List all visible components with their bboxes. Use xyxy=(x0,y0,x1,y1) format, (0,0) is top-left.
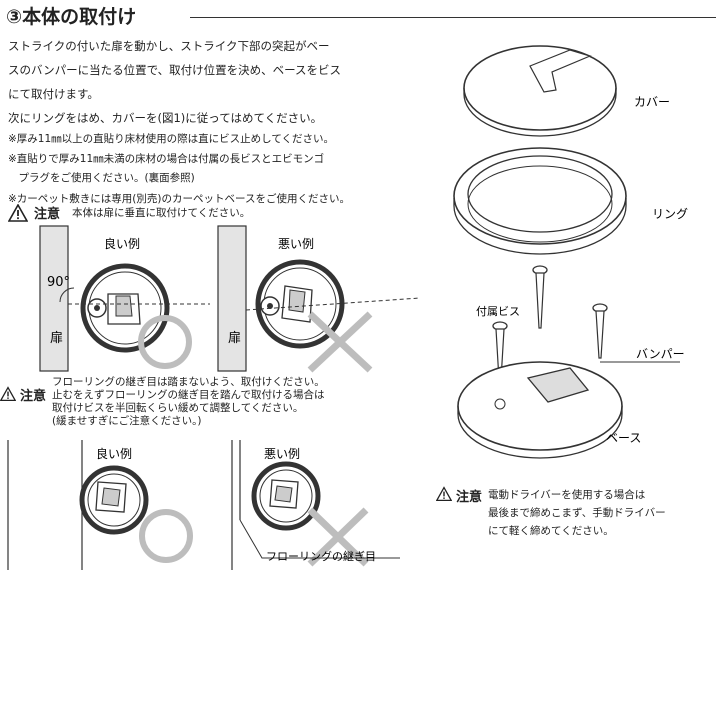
figure-floor-seam: 良い例 悪い例 フローリングの継ぎ目 xyxy=(7,440,400,570)
good-example-label: 良い例 xyxy=(104,236,140,251)
instruction-line: 次にリングをはめ、カバーを(図1)に従ってはめてください。 xyxy=(8,111,323,125)
door-good xyxy=(39,225,69,372)
ok-mark xyxy=(138,315,192,369)
caution-line: 止むをえずフローリングの継ぎ目を踏んで取付ける場合は xyxy=(52,389,325,401)
door-bad xyxy=(217,225,247,372)
note-line: ※厚み11㎜以上の直貼り床材使用の際は直にビス止めしてください。 xyxy=(8,133,335,145)
cover-part xyxy=(463,45,617,137)
screw-label: 付属ビス xyxy=(476,305,520,318)
note-line: ※カーペット敷きには専用(別売)のカーペットベースをご使用ください。 xyxy=(8,193,350,205)
warning-icon xyxy=(436,486,452,502)
caution-line: 取付けビスを半回転くらい緩めて調整してください。 xyxy=(52,402,304,414)
seam-label: フローリングの継ぎ目 xyxy=(266,549,376,563)
figure-door-mount: 良い例 90° 扉 悪い例 扉 xyxy=(39,225,421,373)
caution-title: 注意 xyxy=(20,388,47,404)
caution-line: 最後まで締めこまず、手動ドライバー xyxy=(488,507,666,519)
note-line: ※直貼りで厚み11㎜未満の床材の場合は付属の長ビスとエビモンゴ xyxy=(8,153,325,165)
unit-bad-top xyxy=(251,461,321,531)
door-label-good: 扉 xyxy=(50,330,63,346)
caution-line: 電動ドライバーを使用する場合は xyxy=(488,489,646,501)
unit-bad-ring xyxy=(255,259,345,349)
caution-2: 注意 フローリングの継ぎ目は踏まないよう、取付けください。 止むをえずフローリン… xyxy=(0,376,325,428)
heading-rule xyxy=(190,17,716,18)
caution-line: フローリングの継ぎ目は踏まないよう、取付けください。 xyxy=(52,376,325,388)
parts-diagram: カバー リング 付属ビス バンパー ベース xyxy=(453,45,688,459)
warning-icon xyxy=(0,386,16,402)
instructions: ストライクの付いた扉を動かし、ストライク下部の突起がベー スのバンパーに当たる位… xyxy=(8,36,350,208)
base-label: ベース xyxy=(606,431,641,445)
section-heading: ③本体の取付け xyxy=(6,6,137,28)
caution-text: 本体は扉に垂直に取付けてください。 xyxy=(72,206,251,219)
warning-icon xyxy=(8,203,28,222)
caution-line: (緩ませすぎにご注意ください。) xyxy=(52,415,202,427)
ring-label: リング xyxy=(652,207,688,221)
unit-good-top xyxy=(79,465,149,535)
good-example-label: 良い例 xyxy=(96,446,132,461)
base-part xyxy=(457,361,623,459)
instruction-line: スのバンパーに当たる位置で、取付け位置を決め、ベースをビス xyxy=(8,63,342,77)
angle-label: 90° xyxy=(47,275,70,290)
door-label-bad: 扉 xyxy=(228,330,241,346)
caution-title: 注意 xyxy=(456,490,483,505)
bumper-label: バンパー xyxy=(636,347,685,361)
note-line: プラグをご使用ください。(裏面参照) xyxy=(8,172,195,184)
bad-example-label: 悪い例 xyxy=(264,447,300,461)
bad-example-label: 悪い例 xyxy=(278,237,314,251)
screw-icon xyxy=(492,265,608,381)
ring-part xyxy=(453,147,627,255)
ok-mark-2 xyxy=(139,509,193,563)
caution-1: 注意 本体は扉に垂直に取付けてください。 xyxy=(8,203,250,222)
caution-3: 注意 電動ドライバーを使用する場合は 最後まで締めこまず、手動ドライバー にて軽… xyxy=(436,486,666,540)
caution-line: にて軽く締めてください。 xyxy=(488,525,614,537)
unit-good-ring xyxy=(80,263,170,353)
caution-title: 注意 xyxy=(34,207,61,222)
cover-label: カバー xyxy=(634,95,670,109)
instruction-line: にて取付けます。 xyxy=(8,87,99,101)
instruction-line: ストライクの付いた扉を動かし、ストライク下部の突起がベー xyxy=(8,39,330,53)
